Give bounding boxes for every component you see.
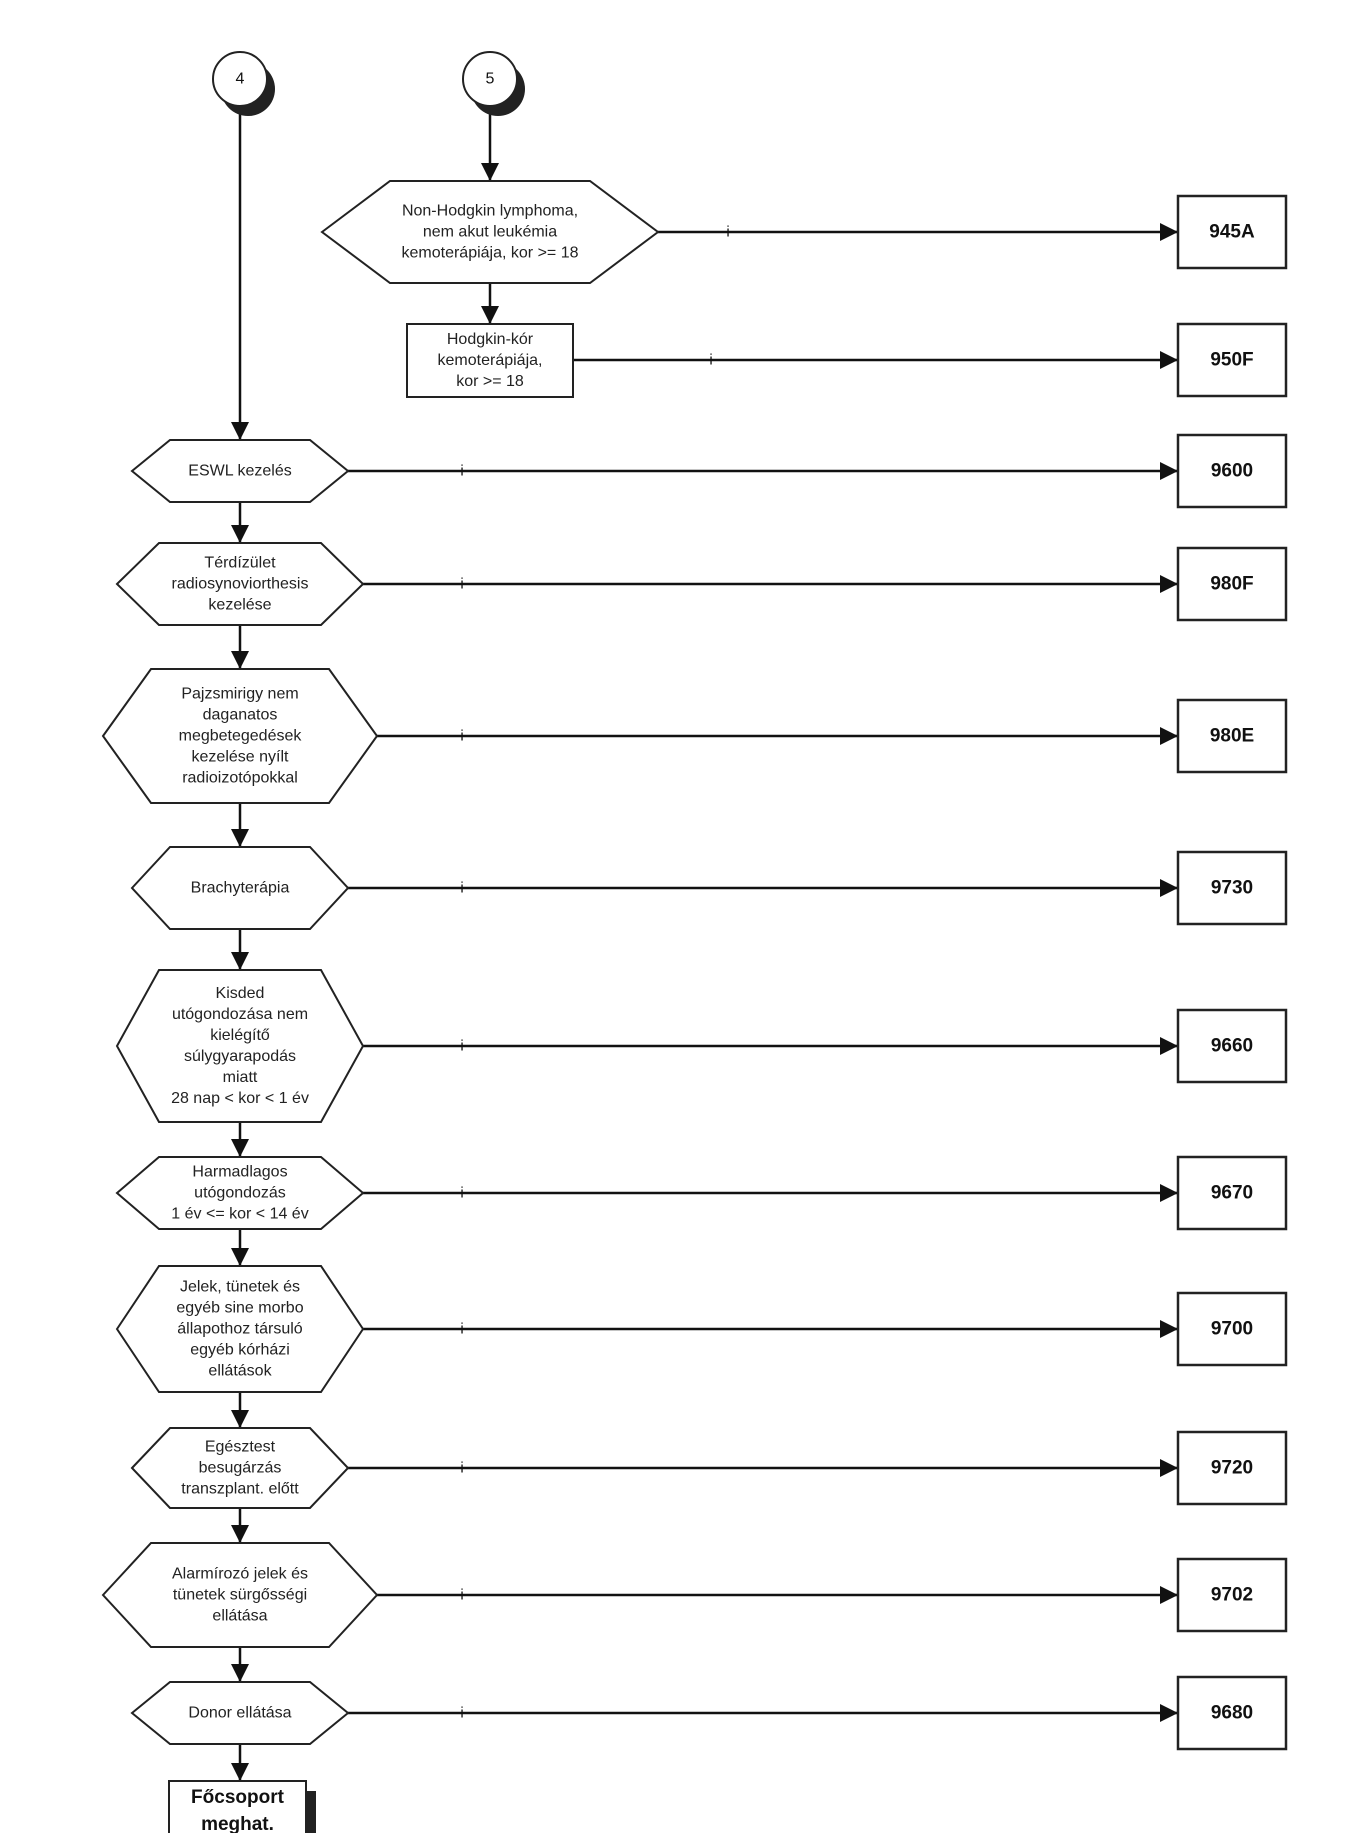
edge-label-4: i <box>460 1038 463 1055</box>
code-label-3: 9730 <box>1211 878 1253 899</box>
process-top <box>406 323 574 398</box>
edge-label-2: i <box>460 728 463 745</box>
code-label-8: 9702 <box>1211 1585 1253 1606</box>
decision-top <box>320 180 660 284</box>
edge-label-5: i <box>460 1185 463 1202</box>
code-box-5 <box>1176 1155 1288 1231</box>
code-label-top: 945A <box>1209 222 1255 243</box>
code-label-process: 950F <box>1210 350 1253 371</box>
decision-5 <box>115 1156 365 1230</box>
edge-label-3: i <box>460 880 463 897</box>
edge-label-top: i <box>726 224 729 241</box>
code-label-0: 9600 <box>1211 461 1253 482</box>
decision-7 <box>130 1427 350 1509</box>
edge-label-8: i <box>460 1587 463 1604</box>
edges-layer: i i i i i i i i i i i i <box>231 106 1178 1781</box>
code-box-3 <box>1176 850 1288 926</box>
code-box-4 <box>1176 1008 1288 1084</box>
code-box-2 <box>1176 698 1288 774</box>
code-label-6: 9700 <box>1211 1319 1253 1340</box>
decision-label-9: Donor ellátása <box>188 1705 291 1722</box>
edge-label-process: i <box>709 352 712 369</box>
edge-label-6: i <box>460 1321 463 1338</box>
decision-3 <box>130 846 350 930</box>
decision-2 <box>101 668 379 804</box>
code-box-6 <box>1176 1291 1288 1367</box>
final-box <box>168 1780 307 1833</box>
decision-9 <box>130 1681 350 1745</box>
code-label-2: 980E <box>1210 726 1254 747</box>
decision-0 <box>130 439 350 503</box>
decision-6 <box>115 1265 365 1393</box>
code-box-top <box>1176 194 1288 270</box>
code-box-1 <box>1176 546 1288 622</box>
edge-label-1: i <box>460 576 463 593</box>
connector-label-0: 4 <box>236 71 245 88</box>
code-box-9 <box>1176 1675 1288 1751</box>
code-label-4: 9660 <box>1211 1036 1253 1057</box>
edge-label-0: i <box>460 463 463 480</box>
code-label-7: 9720 <box>1211 1458 1253 1479</box>
decision-4 <box>115 969 365 1123</box>
connector-0 <box>212 51 268 107</box>
decision-label-3: Brachyterápia <box>191 880 290 897</box>
connector-label-1: 5 <box>486 71 495 88</box>
code-box-8 <box>1176 1557 1288 1633</box>
code-label-5: 9670 <box>1211 1183 1253 1204</box>
code-box-process <box>1176 322 1288 398</box>
decision-label-0: ESWL kezelés <box>188 463 291 480</box>
connector-1 <box>462 51 518 107</box>
code-box-0 <box>1176 433 1288 509</box>
edge-label-9: i <box>460 1705 463 1722</box>
decision-1 <box>115 542 365 626</box>
code-label-1: 980F <box>1210 574 1253 595</box>
edge-label-7: i <box>460 1460 463 1477</box>
code-box-7 <box>1176 1430 1288 1506</box>
code-label-9: 9680 <box>1211 1703 1253 1724</box>
decision-8 <box>101 1542 379 1648</box>
